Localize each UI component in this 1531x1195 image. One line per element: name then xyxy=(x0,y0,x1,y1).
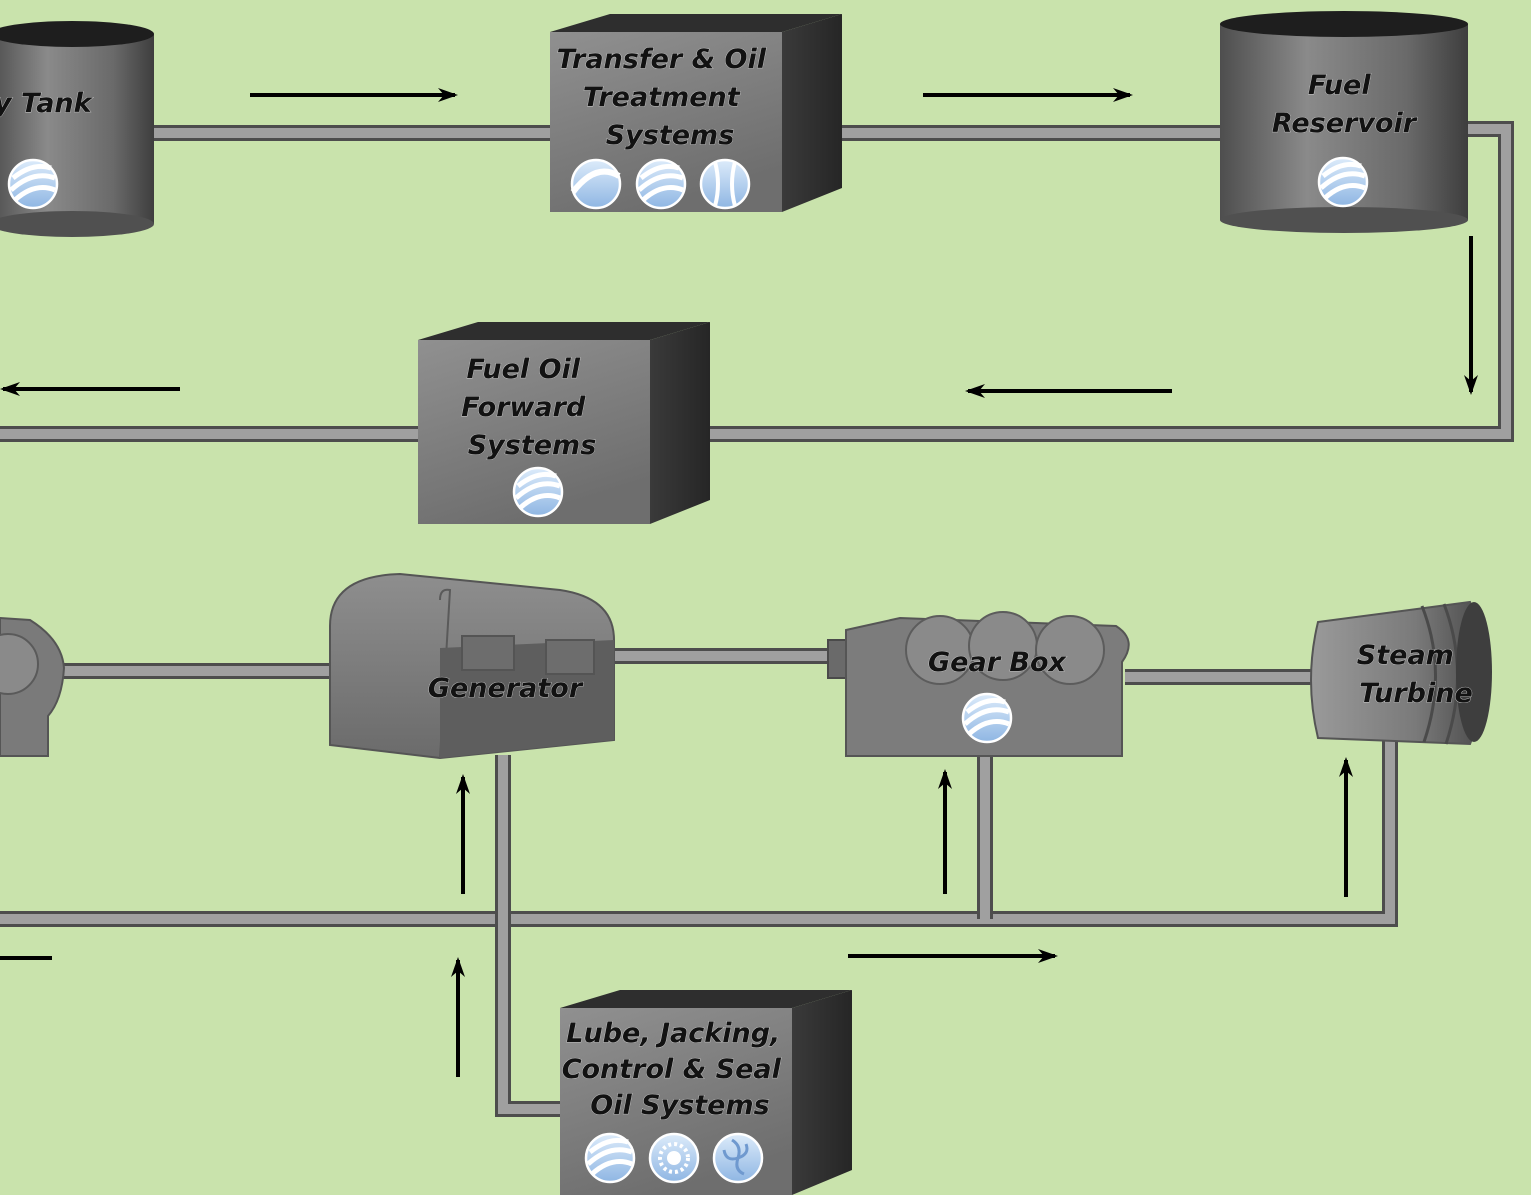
day-tank-label: y Tank xyxy=(0,88,94,119)
lube-oil-header xyxy=(0,720,1398,927)
separator-badge-icon xyxy=(572,160,620,208)
gear-pump-badge-icon xyxy=(648,1132,700,1184)
gear-box: Gear Box xyxy=(827,611,1130,757)
flow-arrows xyxy=(0,88,1478,1077)
swirl-badge-icon xyxy=(712,1132,764,1184)
fuel-reservoir-label: Fuel Reservoir xyxy=(1272,70,1418,139)
lube-systems-label: Lube, Jacking, Control & Seal Oil System… xyxy=(562,1018,791,1121)
filter-badge-icon xyxy=(514,468,562,516)
steam-turbine: Steam Turbine xyxy=(1310,600,1492,746)
fuel-oil-forward-unit: Fuel Oil Forward Systems xyxy=(418,322,710,524)
filter-badge-icon xyxy=(637,160,685,208)
pipe-reservoir-to-forward xyxy=(690,121,1514,442)
transfer-treatment-label: Transfer & Oil Treatment Systems xyxy=(557,44,776,151)
lube-riser-generator xyxy=(495,755,568,1117)
pipes xyxy=(0,121,1514,1117)
steam-turbine-label: Steam Turbine xyxy=(1357,640,1473,709)
filter-badge-icon xyxy=(963,694,1011,742)
transfer-treatment-unit: Transfer & Oil Treatment Systems xyxy=(550,14,842,212)
gear-box-label: Gear Box xyxy=(928,647,1068,678)
fuel-oil-forward-label: Fuel Oil Forward Systems xyxy=(461,354,596,461)
strainer-badge-icon xyxy=(699,158,751,210)
filter-badge-icon xyxy=(586,1134,634,1182)
day-tank: y Tank xyxy=(0,21,154,237)
lube-systems-unit: Lube, Jacking, Control & Seal Oil System… xyxy=(560,990,852,1195)
generator-label: Generator xyxy=(428,673,584,704)
filter-badge-icon xyxy=(1319,158,1367,206)
fuel-reservoir: Fuel Reservoir xyxy=(1220,11,1468,233)
generator: Generator xyxy=(329,572,615,760)
left-machine-partial xyxy=(0,616,66,757)
filter-badge-icon xyxy=(9,160,57,208)
